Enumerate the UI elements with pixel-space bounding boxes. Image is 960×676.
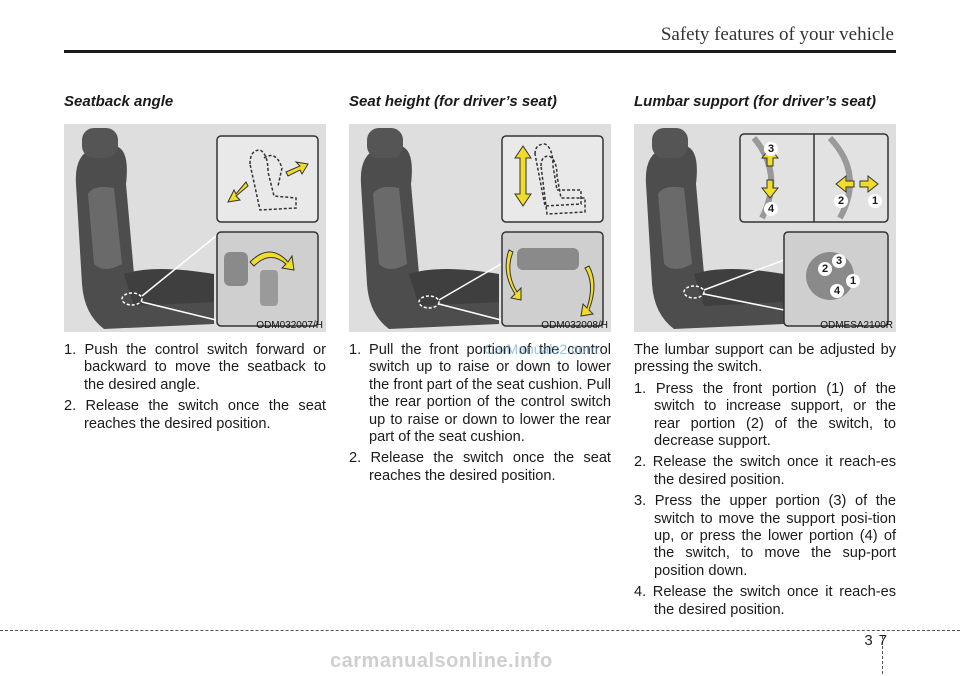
seat-illustration <box>360 128 604 329</box>
footer-watermark: carmanualsonline.info <box>330 650 553 672</box>
lumbar-figure: 3 4 2 1 2 3 1 4 ODMESA2100R <box>634 124 896 332</box>
center-watermark: CarManuals2.com <box>484 341 598 357</box>
callout-3: 3 <box>764 142 778 156</box>
seat-height-figure: ODM032008/H <box>349 124 611 332</box>
list-item: 4. Release the switch once it reach-es t… <box>634 584 896 618</box>
header-title: Safety features of your vehicle <box>660 24 894 45</box>
page-section: 3 <box>864 632 879 649</box>
page-number-separator <box>882 636 884 674</box>
section-lumbar-support: Lumbar support (for driver’s seat) 3 4 <box>634 93 896 623</box>
header-rule <box>64 50 896 53</box>
seatback-figure: ODM032007/H <box>64 124 326 332</box>
yellow-arrow-icon <box>249 251 295 271</box>
section-seatback-angle: Seatback angle ODM032007/H 1. Push the c <box>64 93 326 437</box>
footer-rule <box>0 630 960 631</box>
section-heading: Seatback angle <box>64 93 174 110</box>
yellow-arrow-icon <box>580 265 595 317</box>
list-item: 3. Press the upper portion (3) of the sw… <box>634 493 896 579</box>
section-body: 1. Push the control switch forward or ba… <box>64 342 326 433</box>
intro-paragraph: The lumbar support can be adjusted by pr… <box>634 342 896 376</box>
yellow-arrow-icon <box>859 174 879 194</box>
list-item: 1. Push the control switch forward or ba… <box>64 342 326 393</box>
callout-4: 4 <box>764 202 778 216</box>
callout-2-switch: 2 <box>818 262 832 276</box>
callout-1-switch: 1 <box>846 274 860 288</box>
section-body: 1. Pull the front portion of the control… <box>349 342 611 485</box>
list-item: 2. Release the switch once the seat reac… <box>64 398 326 432</box>
yellow-arrow-icon <box>227 181 249 203</box>
yellow-arrow-icon <box>285 161 309 177</box>
page-index: 7 <box>878 632 893 649</box>
section-seat-height: Seat height (for driver’s seat) ODM03200… <box>349 93 611 489</box>
yellow-arrow-icon <box>514 145 532 207</box>
yellow-arrow-icon <box>505 249 522 301</box>
page-number: 37 <box>864 632 893 649</box>
yellow-arrow-icon <box>835 174 855 194</box>
callout-1: 1 <box>868 194 882 208</box>
section-heading: Seat height (for driver’s seat) <box>349 93 557 110</box>
callout-4-switch: 4 <box>830 284 844 298</box>
callout-3-switch: 3 <box>832 254 846 268</box>
section-body: The lumbar support can be adjusted by pr… <box>634 342 896 619</box>
figure-code: ODMESA2100R <box>820 320 893 331</box>
section-heading: Lumbar support (for driver’s seat) <box>634 93 876 110</box>
callout-2: 2 <box>834 194 848 208</box>
figure-code: ODM032007/H <box>256 320 323 331</box>
list-item: 2. Release the switch once it reach-es t… <box>634 454 896 488</box>
list-item: 1. Press the front portion (1) of the sw… <box>634 380 896 450</box>
seat-illustration <box>75 128 319 329</box>
seat-illustration <box>645 128 889 329</box>
yellow-arrow-icon <box>760 179 780 199</box>
list-item: 1. Pull the front portion of the control… <box>349 342 611 446</box>
list-item: 2. Release the switch once the seat reac… <box>349 450 611 484</box>
figure-code: ODM032008/H <box>541 320 608 331</box>
